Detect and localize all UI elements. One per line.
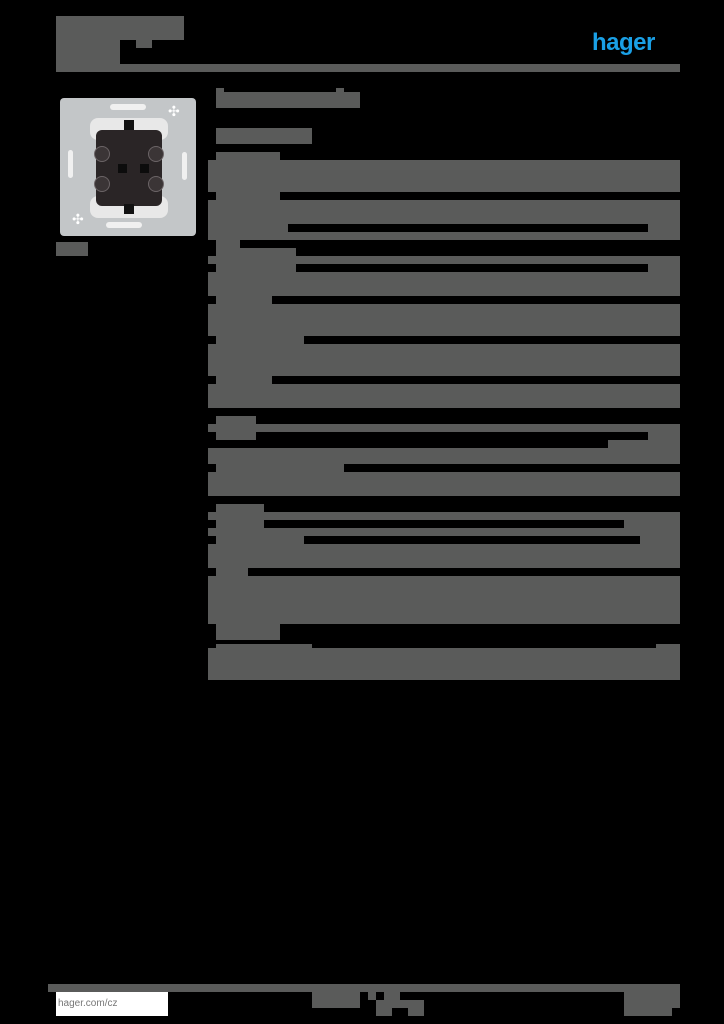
product-heading-accent xyxy=(216,88,224,94)
mounting-slot xyxy=(68,150,73,178)
mounting-slot xyxy=(110,104,146,110)
section-3-row-end xyxy=(608,440,680,448)
section-5-label xyxy=(216,644,312,648)
footer-page-info-redacted xyxy=(624,992,680,1008)
section-3-row-end xyxy=(648,432,680,440)
section-3-row xyxy=(208,424,680,432)
terminal-port xyxy=(140,164,149,173)
section-1-row xyxy=(208,160,680,192)
section-1-divider xyxy=(208,232,680,240)
footer-center-redacted xyxy=(312,992,360,1008)
terminal-screw xyxy=(148,146,164,162)
section-4-row xyxy=(216,520,264,528)
section-5-row xyxy=(208,648,680,680)
section-1-label xyxy=(216,192,280,200)
switch-mechanism xyxy=(96,130,162,206)
section-2-label xyxy=(216,240,240,248)
section-4-row xyxy=(208,512,680,520)
footer-website-link[interactable]: hager.com/cz xyxy=(56,992,168,1016)
section-4-row xyxy=(208,544,680,568)
section-2-row xyxy=(208,272,680,296)
section-2-row xyxy=(208,256,680,264)
section-2-row xyxy=(208,304,680,336)
section-4-row xyxy=(216,568,248,576)
section-1-row xyxy=(208,200,680,224)
screw-hole-icon: ✣ xyxy=(72,211,84,227)
section-2-row xyxy=(216,376,272,384)
section-2-row xyxy=(208,384,680,408)
footer-center-redacted xyxy=(408,1008,424,1016)
product-heading-accent xyxy=(336,88,344,94)
section-4-row-end xyxy=(640,536,680,544)
terminal-screw xyxy=(94,146,110,162)
section-4-label xyxy=(216,504,264,512)
header-title-redacted xyxy=(56,16,184,40)
header-rule xyxy=(56,64,680,72)
section-2-label xyxy=(216,248,296,256)
footer-center-redacted xyxy=(368,992,376,1000)
section-4-row xyxy=(216,536,304,544)
section-4-row xyxy=(216,624,280,640)
footer-center-redacted xyxy=(376,1008,392,1016)
mounting-slot xyxy=(182,152,187,180)
footer-center-redacted xyxy=(376,1000,424,1008)
terminal-screw xyxy=(94,176,110,192)
section-2-row xyxy=(208,344,680,376)
terminal-screw xyxy=(148,176,164,192)
section-5-label-end xyxy=(656,644,680,648)
section-3-label xyxy=(216,416,256,424)
section-3-row xyxy=(216,464,344,472)
section-4-row xyxy=(208,528,680,536)
product-heading-redacted xyxy=(216,92,360,108)
footer-center-redacted xyxy=(384,992,400,1000)
footer-rule xyxy=(48,984,680,992)
section-2-row xyxy=(216,296,272,304)
header-subtitle-tail xyxy=(136,40,152,48)
section-2-row xyxy=(216,264,296,272)
section-2-row-end xyxy=(648,264,680,272)
section-2-row xyxy=(216,336,304,344)
hager-logo: hager xyxy=(592,29,655,56)
section-3-row xyxy=(208,448,680,464)
product-image: ✣ ✣ xyxy=(60,98,196,236)
mounting-slot xyxy=(106,222,142,228)
footer-page-info-redacted xyxy=(624,1008,672,1016)
product-subheading-redacted xyxy=(216,128,312,144)
section-3-row xyxy=(208,472,680,496)
terminal-port xyxy=(118,164,127,173)
screw-hole-icon: ✣ xyxy=(168,103,180,119)
section-1-row xyxy=(208,224,288,232)
section-1-row-end xyxy=(648,224,680,232)
product-caption-redacted xyxy=(56,242,88,256)
section-4-row xyxy=(208,576,680,624)
frame-hole-bottom xyxy=(124,204,134,214)
section-3-row xyxy=(216,432,256,440)
frame-hole-top xyxy=(124,120,134,130)
section-4-row-end xyxy=(624,520,680,528)
